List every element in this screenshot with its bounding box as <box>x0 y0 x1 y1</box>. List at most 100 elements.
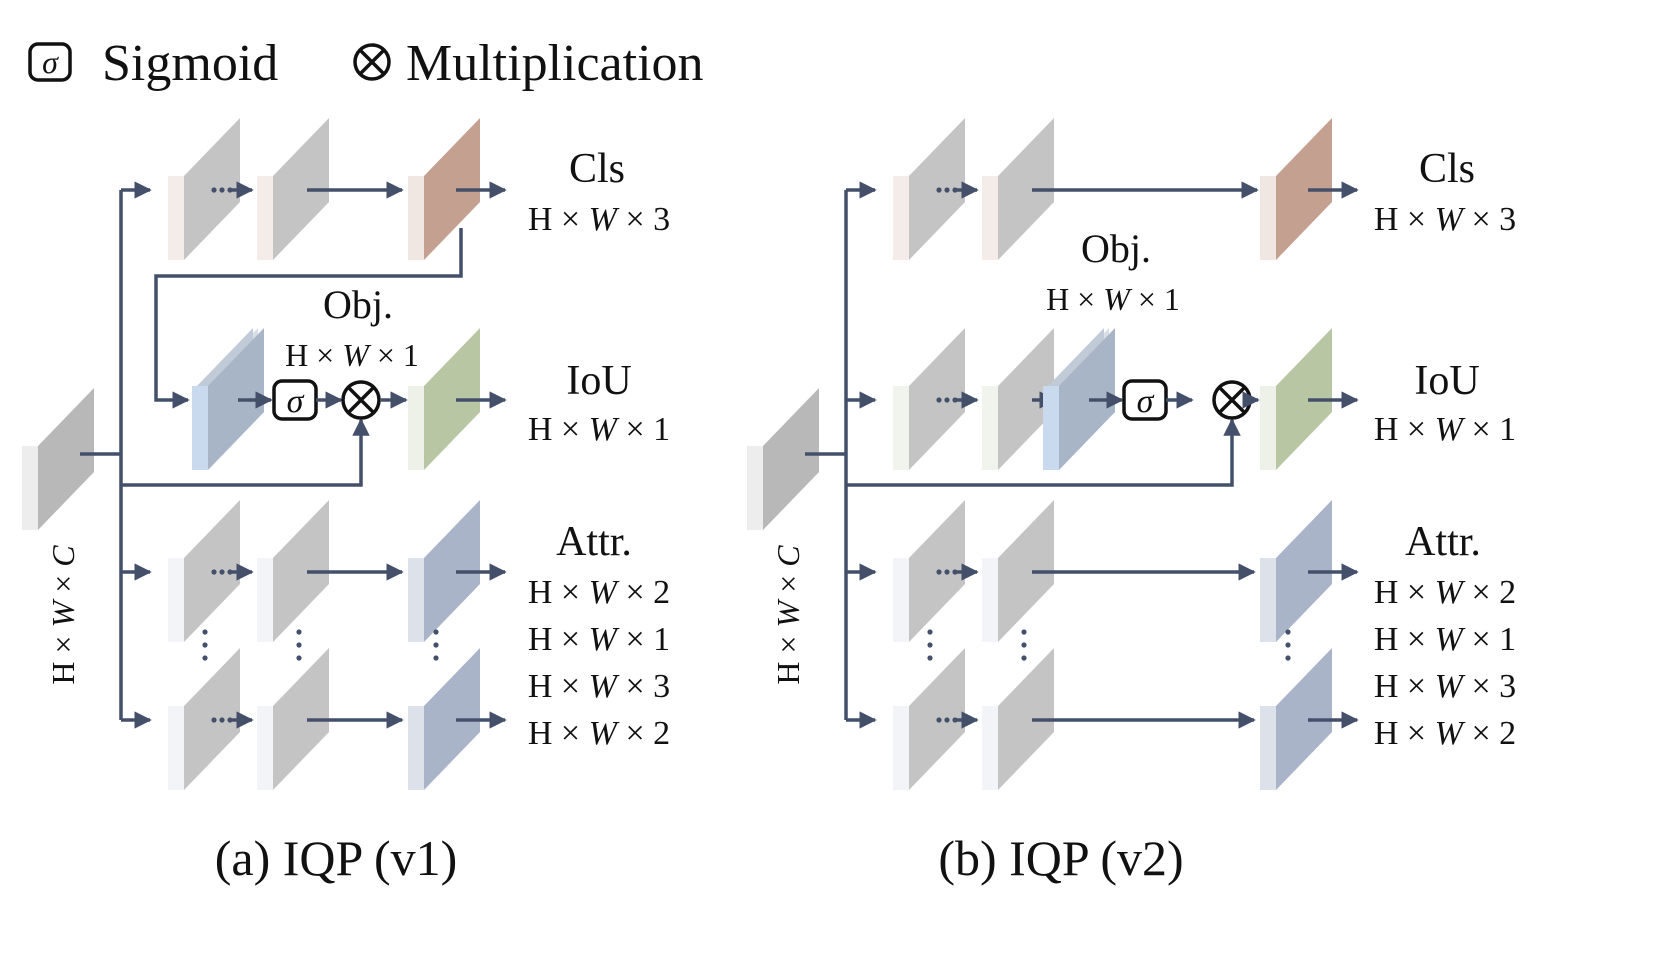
attr-dim-label-1-part: H × <box>1374 574 1435 611</box>
input-dim-label-part: H × <box>45 627 81 684</box>
attr-dim-label-2-part: W <box>1435 621 1466 658</box>
attr-dim-label-2: H × W × 1 <box>1374 621 1516 658</box>
attr-vdots-col2 <box>296 629 302 661</box>
multiplication-legend-icon <box>353 43 391 81</box>
attr-vdots-col1 <box>927 629 933 661</box>
cls-output-block <box>408 118 480 260</box>
attr-dim-label-4: H × W × 2 <box>1374 715 1516 752</box>
obj-feature-block <box>192 328 264 470</box>
attr-dim-label-3: H × W × 3 <box>1374 668 1516 705</box>
attr-dim-label-3-part: × 3 <box>1463 668 1516 705</box>
input-dim-label-part: × <box>770 567 806 601</box>
cls-dim-label-part: W <box>589 201 620 238</box>
attr-top-ellipsis <box>211 569 233 575</box>
attr-dim-label-4-part: H × <box>528 715 589 752</box>
obj-dim-label-part: H × <box>1046 281 1103 317</box>
cls-to-obj-line <box>154 228 463 409</box>
obj-dim-label-part: × 1 <box>369 337 419 373</box>
cls-dim-label-part: W <box>1435 201 1466 238</box>
cls-output-block <box>1260 118 1332 260</box>
attr-bottom-conv-block-2 <box>257 648 329 790</box>
attr-bottom-output-block <box>1260 648 1332 790</box>
input-dim-label: H × W × C <box>770 545 806 685</box>
attr-dim-label-2-part: × 1 <box>1463 621 1516 658</box>
iou-label: IoU <box>1414 358 1479 404</box>
iou-dim-label-part: × 1 <box>1463 411 1516 448</box>
sigmoid-node: σ <box>1122 379 1168 421</box>
cls-label: Cls <box>1419 146 1475 192</box>
iou-dim-label-part: H × <box>1374 411 1435 448</box>
attr-dim-label-2-part: W <box>589 621 620 658</box>
iou-dim-label-part: W <box>1435 411 1466 448</box>
attr-top-output-block <box>1260 500 1332 642</box>
attr-dim-label-3-part: H × <box>1374 668 1435 705</box>
legend: σ Sigmoid Multiplication <box>28 35 704 92</box>
sigmoid-node-symbol: σ <box>287 383 305 420</box>
attr-vdots-out <box>1285 629 1291 661</box>
obj-dim-label: H × W × 1 <box>285 337 419 373</box>
attr-dim-label-4-part: W <box>589 715 620 752</box>
cls-conv-block-2 <box>257 118 329 260</box>
panel-caption: (a) IQP (v1) <box>215 830 458 886</box>
skip-to-mult-line <box>846 418 1241 487</box>
obj-feature-block <box>1043 328 1115 470</box>
obj-dim-label-part: × 1 <box>1130 281 1180 317</box>
attr-dim-label-1-part: H × <box>528 574 589 611</box>
attr-dim-label-1: H × W × 2 <box>1374 574 1516 611</box>
attr-dim-label-3: H × W × 3 <box>528 668 670 705</box>
obj-dim-label-part: W <box>342 337 372 373</box>
attr-dim-label-1-part: × 2 <box>1463 574 1516 611</box>
input-feature-block <box>747 388 819 530</box>
attr-label: Attr. <box>1405 519 1481 565</box>
multiplication-legend-label: Multiplication <box>406 35 704 92</box>
attr-bottom-ellipsis <box>211 717 233 723</box>
attr-top-conv-block-2 <box>257 500 329 642</box>
attr-dim-label-4-part: × 2 <box>617 715 670 752</box>
attr-top-conv-block-2 <box>982 500 1054 642</box>
cls-conv-block-2 <box>982 118 1054 260</box>
iou-conv-block-2 <box>982 328 1054 470</box>
attr-dim-label-3-part: W <box>1435 668 1466 705</box>
attr-dim-label-4-part: × 2 <box>1463 715 1516 752</box>
sigmoid-legend-symbol: σ <box>42 44 59 80</box>
cls-ellipsis <box>211 187 233 193</box>
obj-dim-label-part: H × <box>285 337 342 373</box>
obj-label: Obj. <box>323 282 393 327</box>
input-dim-label-part: × <box>45 567 81 601</box>
attr-top-output-block <box>408 500 480 642</box>
obj-label: Obj. <box>1081 226 1151 271</box>
input-dim-label-part: C <box>45 545 81 567</box>
attr-dim-label-2-part: H × <box>528 621 589 658</box>
cls-dim-label: H × W × 3 <box>528 201 670 238</box>
cls-ellipsis <box>936 187 958 193</box>
input-dim-label-part: H × <box>770 627 806 684</box>
attr-vdots-out <box>433 629 439 661</box>
attr-dim-label-4-part: W <box>1435 715 1466 752</box>
iou-dim-label-part: × 1 <box>617 411 670 448</box>
iou-dim-label-part: W <box>589 411 620 448</box>
input-dim-label-part: C <box>770 545 806 567</box>
sigmoid-legend-label: Sigmoid <box>102 35 278 92</box>
cls-dim-label: H × W × 3 <box>1374 201 1516 238</box>
attr-dim-label-2-part: H × <box>1374 621 1435 658</box>
iou-output-block <box>408 328 480 470</box>
panel-caption: (b) IQP (v2) <box>938 830 1183 886</box>
iou-dim-label: H × W × 1 <box>1374 411 1516 448</box>
attr-bottom-conv-block-2 <box>982 648 1054 790</box>
attr-dim-label-1: H × W × 2 <box>528 574 670 611</box>
attr-dim-label-4: H × W × 2 <box>528 715 670 752</box>
attr-dim-label-1-part: × 2 <box>617 574 670 611</box>
input-dim-label-part: W <box>770 597 806 627</box>
cls-dim-label-part: × 3 <box>617 201 670 238</box>
sigmoid-node: σ <box>272 379 318 421</box>
attr-dim-label-4-part: H × <box>1374 715 1435 752</box>
sigmoid-node-symbol: σ <box>1137 383 1155 420</box>
multiplication-node <box>341 380 381 420</box>
cls-dim-label-part: H × <box>1374 201 1435 238</box>
iou-label: IoU <box>566 358 631 404</box>
input-feature-block <box>22 388 94 530</box>
attr-vdots-col2 <box>1021 629 1027 661</box>
attr-dim-label-3-part: × 3 <box>617 668 670 705</box>
